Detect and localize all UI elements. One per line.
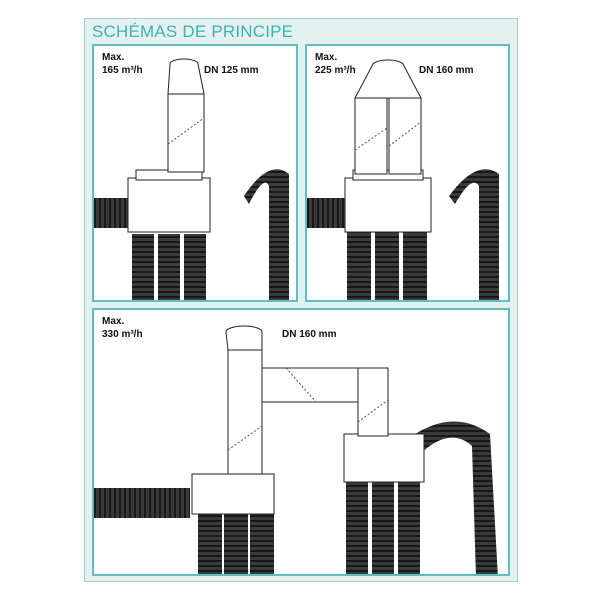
schema-panel-1: Max. 165 m³/h DN 125 mm	[92, 44, 298, 302]
distribution-box	[191, 473, 275, 515]
schema-panel-2: Max. 225 m³/h DN 160 mm	[305, 44, 510, 302]
distribution-box	[127, 177, 211, 233]
flexible-hose-down	[158, 234, 180, 300]
ventilation-schema-1	[94, 58, 289, 300]
duct-vertical	[167, 93, 205, 173]
max-label: Max.	[102, 316, 125, 327]
flexible-hose-bend	[244, 169, 289, 300]
duct-horizontal	[261, 367, 363, 403]
duct-vertical	[354, 97, 388, 175]
flexible-hose-down	[132, 234, 154, 300]
duct-diameter: DN 160 mm	[282, 329, 337, 340]
max-label: Max.	[315, 52, 338, 63]
duct-vertical	[227, 349, 263, 475]
flow-rate: 225 m³/h	[315, 65, 356, 76]
schema-panel-3: Max. 330 m³/h DN 160 mm	[92, 308, 510, 576]
duct-diameter: DN 125 mm	[204, 65, 259, 76]
ventilation-schema-2	[307, 59, 499, 300]
distribution-box	[343, 433, 425, 483]
flexible-hose-left	[94, 198, 128, 228]
flow-rate: 165 m³/h	[102, 65, 143, 76]
page-title: SCHÉMAS DE PRINCIPE	[92, 22, 294, 41]
flexible-hose-down	[184, 234, 206, 300]
flexible-hose-left	[94, 488, 190, 518]
duct-vertical	[388, 97, 422, 175]
duct-diameter: DN 160 mm	[419, 65, 474, 76]
distribution-box	[344, 177, 432, 233]
max-label: Max.	[102, 52, 125, 63]
ventilation-schema-3	[94, 325, 498, 574]
flow-rate: 330 m³/h	[102, 329, 143, 340]
duct-vertical	[357, 367, 389, 437]
